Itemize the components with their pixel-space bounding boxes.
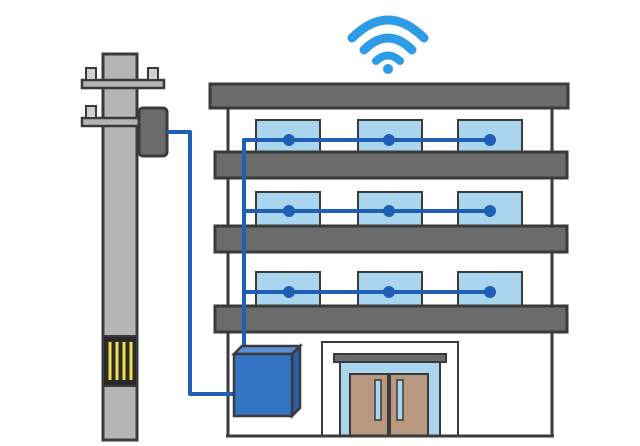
utility-pole — [80, 52, 166, 442]
floor-band-3 — [213, 304, 569, 334]
node-f3-a — [283, 286, 295, 298]
floor-band-2 — [213, 224, 569, 254]
cable-nodes — [283, 134, 496, 298]
door-left — [349, 373, 389, 437]
node-f1-a — [283, 134, 295, 146]
node-f1-c — [484, 134, 496, 146]
node-f3-b — [383, 286, 395, 298]
node-f2-a — [283, 205, 295, 217]
node-f1-b — [383, 134, 395, 146]
floor-band-1 — [213, 150, 569, 180]
door-right — [389, 373, 429, 437]
distribution-box — [230, 342, 304, 420]
wifi-icon — [347, 15, 429, 74]
node-f2-b — [383, 205, 395, 217]
building-entrance — [321, 341, 459, 437]
junction-box — [137, 106, 169, 158]
node-f2-c — [484, 205, 496, 217]
node-f3-c — [484, 286, 496, 298]
